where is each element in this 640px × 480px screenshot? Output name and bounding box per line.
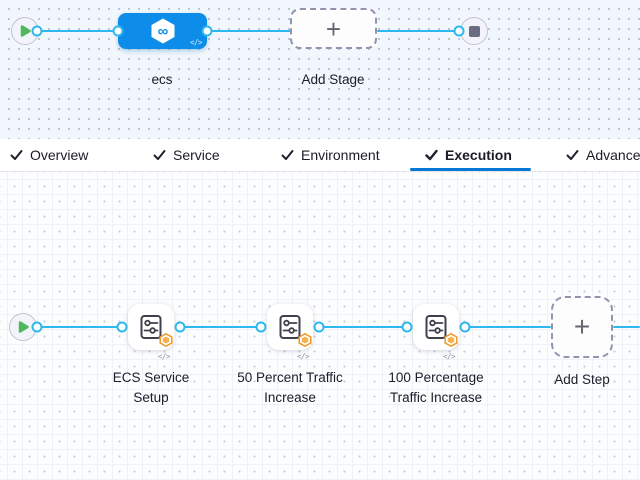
check-icon [566,150,579,160]
tab-execution[interactable]: Execution [410,139,531,171]
check-icon [10,150,23,160]
step-node-50-percent-traffic-increase[interactable] [267,304,313,350]
connector-port [453,25,465,37]
step-label: 100 Percentage Traffic Increase [388,370,484,405]
connector-port [174,321,186,333]
tab-environment[interactable]: Environment [281,139,380,171]
tab-label: Environment [301,147,380,163]
step-config-icon [140,315,162,339]
step-config-icon [425,315,447,339]
connector-port [313,321,325,333]
tab-label: Service [173,147,220,163]
add-step-label: Add Step [554,372,610,387]
connector-line [613,325,640,329]
connector-port [201,25,213,37]
stage-label: ecs [151,72,173,87]
connector-line [25,325,122,329]
check-icon [281,150,294,160]
connector-line [207,29,292,33]
execution-start-node [9,313,37,341]
yaml-code-icon: </> [158,352,171,361]
step-config-icon [279,315,301,339]
connector-line [377,29,459,33]
stop-icon [468,25,480,37]
add-step-button[interactable]: + [551,296,613,358]
execution-graph-canvas[interactable]: </> ECS Service Setup </> 50 Percent Tra… [0,172,640,480]
ecs-orange-badge-icon [444,333,458,347]
pipeline-start-node [11,17,39,45]
connector-port [255,321,267,333]
yaml-code-icon: </> [297,352,310,361]
connector-port [31,25,43,37]
play-icon [18,321,29,333]
yaml-code-icon: </> [189,38,203,47]
tab-overview[interactable]: Overview [10,139,88,171]
connector-port [401,321,413,333]
stage-config-tabs: Overview Service Environment Execution A… [0,139,640,172]
yaml-code-icon: </> [443,352,456,361]
plus-icon: + [573,311,591,342]
connector-port [112,25,124,37]
connector-port [31,321,43,333]
check-icon [425,149,438,161]
step-node-100-percentage-traffic-increase[interactable] [413,304,459,350]
ecs-orange-badge-icon [159,333,173,347]
connector-port [116,321,128,333]
check-icon [153,150,166,160]
connector-line [25,29,122,33]
add-stage-button[interactable]: + [290,8,377,49]
tab-service[interactable]: Service [153,139,220,171]
tab-label: Overview [30,147,89,163]
ecs-orange-badge-icon [298,333,312,347]
cd-infinity-icon: ∞ [151,18,174,44]
step-label: ECS Service Setup [112,370,190,405]
tab-advanced[interactable]: Advanced [566,139,640,171]
step-node-ecs-service-setup[interactable] [128,304,174,350]
tab-label: Advanced [586,147,640,163]
plus-icon: + [325,13,342,44]
connector-line [180,325,261,329]
stage-graph-canvas[interactable]: ∞ </> ecs + Add Stage [0,0,640,139]
connector-line [465,325,551,329]
play-icon [20,25,31,37]
step-label: 50 Percent Traffic Increase [237,370,343,405]
connector-port [459,321,471,333]
tab-label: Execution [445,147,512,163]
add-stage-label: Add Stage [301,72,365,87]
connector-line [319,325,407,329]
svg-text:∞: ∞ [157,23,168,40]
stage-node-ecs[interactable]: ∞ </> [118,13,207,49]
